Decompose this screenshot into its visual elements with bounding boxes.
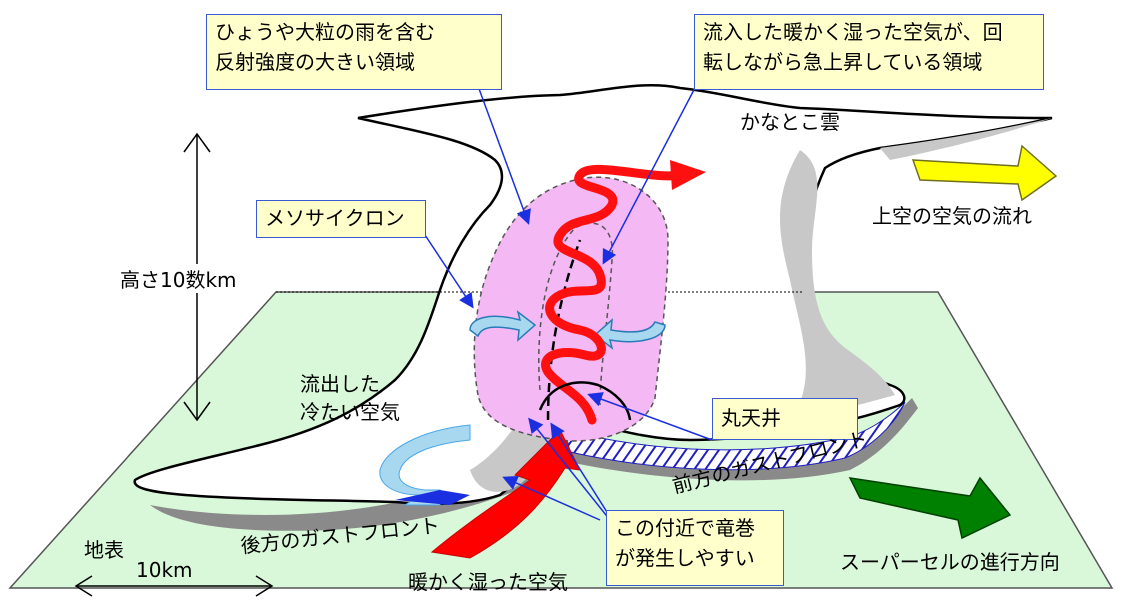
height-arrow-bottom bbox=[183, 401, 211, 422]
warm-air-arrow bbox=[430, 429, 581, 559]
front-gust-front-hatch bbox=[564, 401, 906, 471]
warm-air-label: 暖かく湿った空気 bbox=[408, 570, 568, 594]
leader-tornado-2 bbox=[550, 422, 613, 521]
updraft-callout-line1: 流入した暖かく湿った空気が、回 bbox=[703, 20, 1003, 44]
leader-tornado-3 bbox=[502, 475, 601, 521]
tornado-callout: この付近で竜巻 が発生しやすい bbox=[606, 510, 784, 586]
outflow-label-line1: 流出した bbox=[300, 372, 380, 396]
distance-arrow-left bbox=[74, 575, 93, 597]
dome-callout: 丸天井 bbox=[712, 398, 858, 440]
outflow-label: 流出した 冷たい空気 bbox=[300, 370, 400, 426]
tornado-callout-line1: この付近で竜巻 bbox=[615, 516, 755, 540]
supercell-motion-arrow bbox=[848, 476, 1012, 540]
cloud-shading-upper bbox=[880, 118, 1052, 160]
mesocyclone-callout: メソサイクロン bbox=[256, 200, 426, 238]
reflectivity-region bbox=[473, 176, 669, 442]
dome-callout-text: 丸天井 bbox=[721, 406, 781, 430]
height-arrow-top bbox=[183, 132, 211, 153]
leader-dome bbox=[587, 392, 713, 441]
upper-flow-arrow bbox=[911, 144, 1058, 202]
overshooting-dome bbox=[538, 381, 632, 421]
updraft-callout-line2: 転しながら急上昇している領域 bbox=[703, 50, 983, 74]
mesocyclone-arrow-left bbox=[469, 310, 537, 342]
height-label: 高さ10数km bbox=[120, 264, 237, 293]
distance-label: 10km bbox=[136, 558, 193, 582]
updraft-callout: 流入した暖かく湿った空気が、回 転しながら急上昇している領域 bbox=[694, 14, 1044, 90]
outflow-label-line2: 冷たい空気 bbox=[300, 400, 400, 424]
outflow-blue-flow bbox=[395, 490, 470, 505]
reflectivity-callout: ひょうや大粒の雨を含む 反射強度の大きい領域 bbox=[206, 14, 502, 90]
updraft-axis bbox=[546, 239, 582, 421]
updraft-spiral bbox=[541, 164, 685, 425]
updraft-spiral-head bbox=[670, 160, 706, 190]
leader-reflectivity bbox=[477, 85, 531, 225]
tornado-callout-line2: が発生しやすい bbox=[615, 546, 755, 570]
reflectivity-callout-line2: 反射強度の大きい領域 bbox=[215, 50, 415, 74]
reflectivity-callout-line1: ひょうや大粒の雨を含む bbox=[215, 20, 435, 44]
cloud-shading bbox=[780, 150, 895, 420]
leader-tornado-1 bbox=[528, 417, 611, 521]
anvil-label: かなとこ雲 bbox=[740, 110, 840, 134]
mesocyclone-callout-text: メソサイクロン bbox=[265, 206, 405, 230]
outflow-arrow bbox=[379, 424, 471, 506]
leader-mesocyclone bbox=[424, 234, 474, 309]
distance-arrow-right bbox=[255, 575, 274, 597]
supercell-motion-label: スーパーセルの進行方向 bbox=[840, 550, 1060, 574]
upper-flow-label: 上空の空気の流れ bbox=[872, 204, 1032, 228]
surface-label: 地表 bbox=[84, 538, 124, 562]
leader-updraft bbox=[602, 85, 697, 265]
